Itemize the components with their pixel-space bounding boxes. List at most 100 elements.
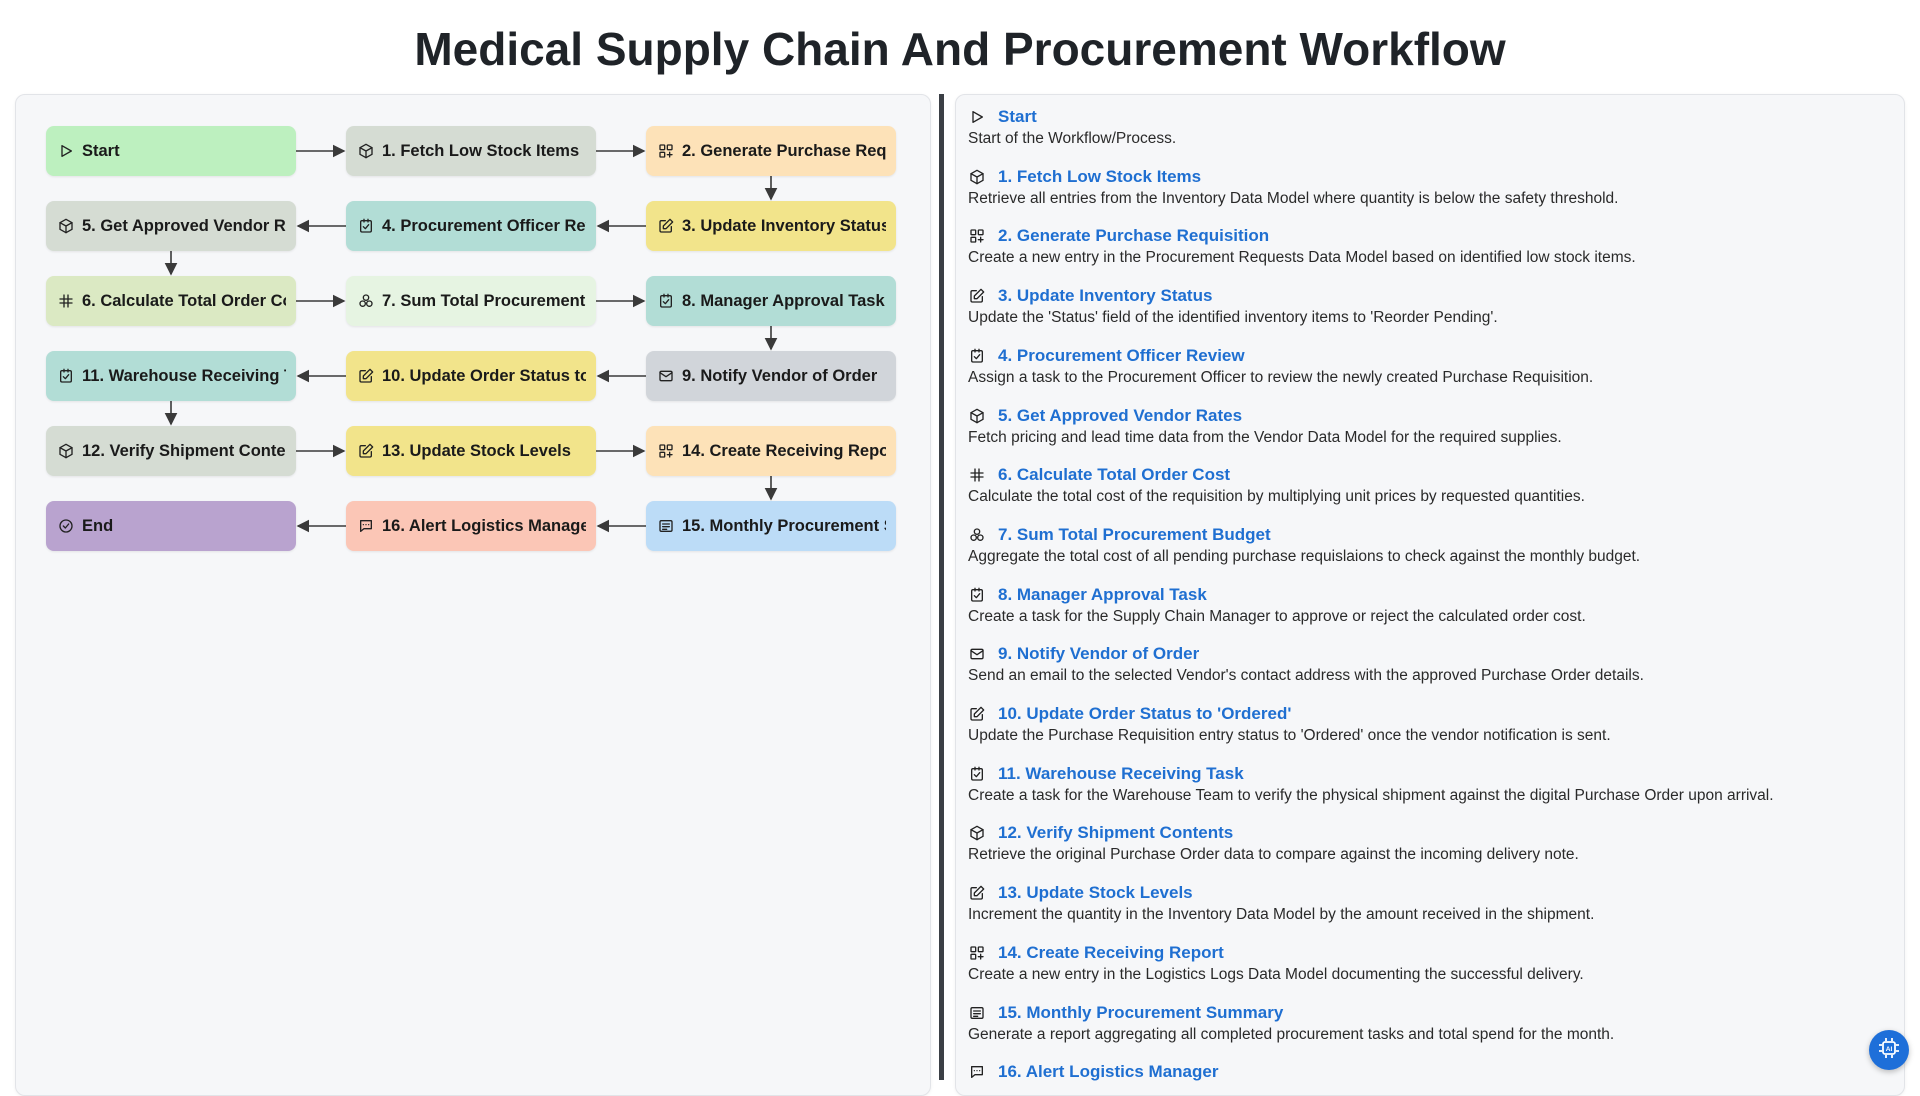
flow-node-label: 1. Fetch Low Stock Items	[382, 141, 580, 160]
flow-node-label: 16. Alert Logistics Manager	[382, 516, 586, 535]
step-title-link[interactable]: 3. Update Inventory Status	[998, 286, 1213, 305]
step-description: Calculate the total cost of the requisit…	[968, 488, 1585, 505]
report-icon	[657, 517, 675, 535]
grid-plus-icon	[968, 944, 986, 962]
flow-node-n12[interactable]: 12. Verify Shipment Contents	[46, 426, 296, 476]
flow-node-n15[interactable]: 15. Monthly Procurement Summary	[646, 501, 896, 551]
flow-node-n16[interactable]: 16. Alert Logistics Manager	[346, 501, 596, 551]
step-header: 4. Procurement Officer Review	[968, 346, 1888, 366]
step-title-link[interactable]: 2. Generate Purchase Requisition	[998, 226, 1270, 245]
flow-node-label: 7. Sum Total Procurement Budget	[382, 291, 586, 310]
flow-node-n7[interactable]: 7. Sum Total Procurement Budget	[346, 276, 596, 326]
edit-icon	[968, 705, 986, 723]
flow-node-label: 13. Update Stock Levels	[382, 441, 571, 460]
edit-icon	[357, 442, 375, 460]
step-title-link[interactable]: 5. Get Approved Vendor Rates	[998, 406, 1243, 425]
flow-node-label: 5. Get Approved Vendor Rates	[82, 216, 286, 235]
panel-divider[interactable]	[939, 94, 944, 1080]
chat-icon	[968, 1063, 986, 1081]
step-description: Create a new entry in the Logistics Logs…	[968, 966, 1584, 983]
step-header: 13. Update Stock Levels	[968, 883, 1888, 903]
step-title-link[interactable]: 13. Update Stock Levels	[998, 883, 1193, 902]
step-header: 14. Create Receiving Report	[968, 943, 1888, 963]
grid-plus-icon	[657, 442, 675, 460]
flow-node-n5[interactable]: 5. Get Approved Vendor Rates	[46, 201, 296, 251]
checklist-icon	[657, 292, 675, 310]
step-description: Increment the quantity in the Inventory …	[968, 906, 1595, 923]
flow-node-n10[interactable]: 10. Update Order Status to 'Ordered'	[346, 351, 596, 401]
flow-node-end[interactable]: End	[46, 501, 296, 551]
step-description: Create a task for the Supply Chain Manag…	[968, 608, 1586, 625]
step-header: 8. Manager Approval Task	[968, 585, 1888, 605]
step-title-link[interactable]: 10. Update Order Status to 'Ordered'	[998, 704, 1292, 723]
flow-node-label: 6. Calculate Total Order Cost	[82, 291, 286, 310]
ai-chip-icon: AI	[1877, 1036, 1901, 1065]
flow-node-start[interactable]: Start	[46, 126, 296, 176]
checklist-icon	[357, 217, 375, 235]
flow-node-n3[interactable]: 3. Update Inventory Status	[646, 201, 896, 251]
flow-node-label: 8. Manager Approval Task	[682, 291, 885, 310]
flow-node-n1[interactable]: 1. Fetch Low Stock Items	[346, 126, 596, 176]
cube-icon	[57, 217, 75, 235]
step-item: 16. Alert Logistics Manager	[968, 1062, 1888, 1082]
step-title-link[interactable]: 6. Calculate Total Order Cost	[998, 465, 1231, 484]
flow-node-label: Start	[82, 141, 120, 160]
step-title-link[interactable]: 14. Create Receiving Report	[998, 943, 1224, 962]
step-title-link[interactable]: 16. Alert Logistics Manager	[998, 1062, 1219, 1081]
step-title-link[interactable]: 9. Notify Vendor of Order	[998, 644, 1200, 663]
flow-node-n8[interactable]: 8. Manager Approval Task	[646, 276, 896, 326]
page-title: Medical Supply Chain And Procurement Wor…	[414, 23, 1506, 75]
step-title-link[interactable]: 8. Manager Approval Task	[998, 585, 1207, 604]
step-header: 9. Notify Vendor of Order	[968, 644, 1888, 664]
flow-node-label: 11. Warehouse Receiving Task	[82, 366, 286, 385]
step-title-link[interactable]: 15. Monthly Procurement Summary	[998, 1003, 1284, 1022]
checklist-icon	[968, 765, 986, 783]
chat-icon	[357, 517, 375, 535]
ai-assistant-button[interactable]: AI	[1869, 1030, 1909, 1070]
step-header: 6. Calculate Total Order Cost	[968, 465, 1888, 485]
hash-icon	[57, 292, 75, 310]
flow-node-n4[interactable]: 4. Procurement Officer Review	[346, 201, 596, 251]
step-description: Update the Purchase Requisition entry st…	[968, 727, 1611, 744]
edit-icon	[357, 367, 375, 385]
checklist-icon	[968, 347, 986, 365]
check-circle-icon	[57, 517, 75, 535]
flow-node-n14[interactable]: 14. Create Receiving Report	[646, 426, 896, 476]
step-title-link[interactable]: 7. Sum Total Procurement Budget	[998, 525, 1271, 544]
flow-node-n13[interactable]: 13. Update Stock Levels	[346, 426, 596, 476]
mail-icon	[968, 645, 986, 663]
edit-icon	[968, 884, 986, 902]
step-description: Create a new entry in the Procurement Re…	[968, 249, 1636, 266]
step-header: 10. Update Order Status to 'Ordered'	[968, 704, 1888, 724]
step-title-link[interactable]: 11. Warehouse Receiving Task	[998, 764, 1244, 783]
step-header: 5. Get Approved Vendor Rates	[968, 406, 1888, 426]
play-icon	[968, 108, 986, 126]
flow-node-n6[interactable]: 6. Calculate Total Order Cost	[46, 276, 296, 326]
checklist-icon	[57, 367, 75, 385]
flow-node-n9[interactable]: 9. Notify Vendor of Order	[646, 351, 896, 401]
flow-node-n11[interactable]: 11. Warehouse Receiving Task	[46, 351, 296, 401]
step-description: Retrieve the original Purchase Order dat…	[968, 846, 1579, 863]
step-description: Fetch pricing and lead time data from th…	[968, 429, 1562, 446]
flow-node-label: 12. Verify Shipment Contents	[82, 441, 286, 460]
step-header: 7. Sum Total Procurement Budget	[968, 525, 1888, 545]
step-title-link[interactable]: 4. Procurement Officer Review	[998, 346, 1245, 365]
hash-icon	[968, 466, 986, 484]
step-header: 16. Alert Logistics Manager	[968, 1062, 1888, 1082]
flow-node-label: 4. Procurement Officer Review	[382, 216, 586, 235]
step-header: 3. Update Inventory Status	[968, 286, 1888, 306]
flow-node-n2[interactable]: 2. Generate Purchase Requisition	[646, 126, 896, 176]
step-title-link[interactable]: Start	[998, 107, 1037, 126]
checklist-icon	[968, 586, 986, 604]
step-title-link[interactable]: 12. Verify Shipment Contents	[998, 823, 1234, 842]
step-title-link[interactable]: 1. Fetch Low Stock Items	[998, 167, 1202, 186]
step-description: Generate a report aggregating all comple…	[968, 1026, 1615, 1043]
flow-node-label: End	[82, 516, 114, 535]
